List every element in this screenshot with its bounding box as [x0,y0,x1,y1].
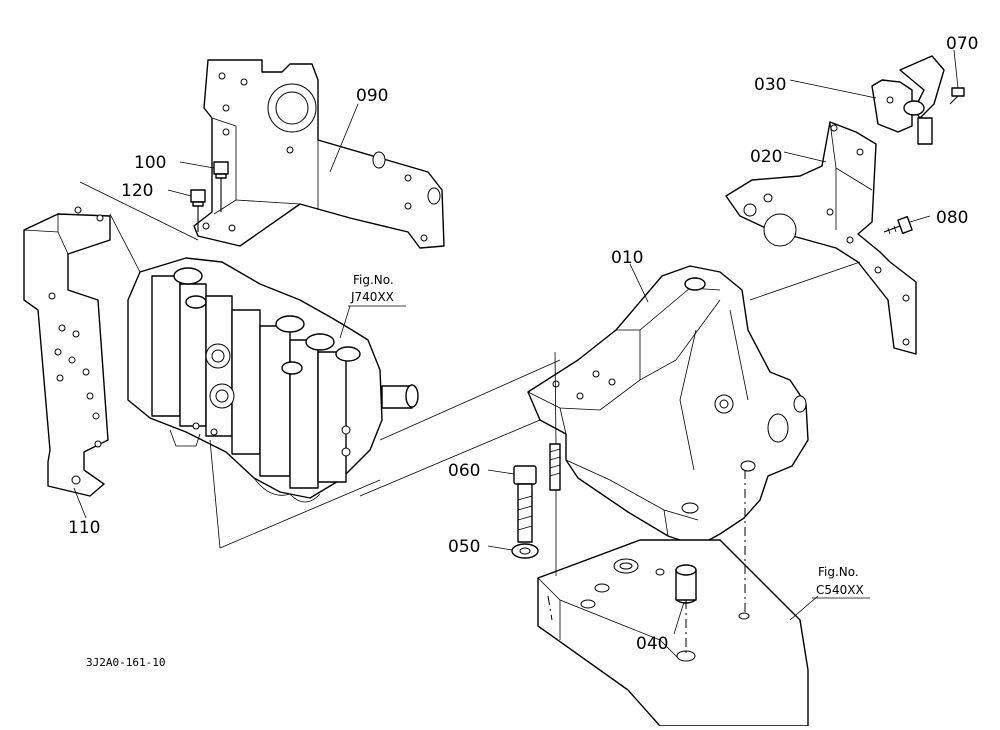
housing-block [537,539,809,727]
assembly-lines [79,181,861,656]
bolt-120 [190,189,206,232]
callout-040: 040 [636,634,668,654]
leader-lines [73,49,959,635]
bracket-020 [725,121,917,355]
washer-050 [511,543,539,559]
callout-010: 010 [611,248,643,268]
callout-030: 030 [754,75,786,95]
figure-ref-housing-code: C540XX [816,583,864,597]
callout-020: 020 [750,147,782,167]
stay-010 [527,265,809,547]
bolt-stud [549,443,561,491]
bolt-070 [949,87,965,105]
figure-ref-valve-label: Fig.No. [353,273,394,287]
pin-040 [675,564,697,604]
callout-070: 070 [946,34,978,54]
figure-ref-valve: Fig.No. J740XX [348,273,406,307]
callout-110: 110 [68,518,100,538]
drawing-code: 3J2A0-161-10 [86,656,165,669]
figure-ref-valve-code: J740XX [350,290,394,304]
bolt-060 [513,465,537,543]
callout-090: 090 [356,86,388,106]
figure-ref-housing-label: Fig.No. [818,565,859,579]
callout-labels: 090 100 120 110 010 030 020 070 080 060 … [68,34,978,654]
callout-050: 050 [448,537,480,557]
bolt-080 [883,216,913,235]
bracket-090 [193,59,445,249]
callout-120: 120 [121,181,153,201]
bolt-100 [213,161,229,212]
callout-060: 060 [448,461,480,481]
figure-ref-housing: Fig.No. C540XX [812,565,870,599]
bracket-110 [23,206,111,497]
callout-100: 100 [134,153,166,173]
control-valve-assembly [127,257,419,503]
switch-bracket-030 [871,55,945,145]
callout-080: 080 [936,208,968,228]
